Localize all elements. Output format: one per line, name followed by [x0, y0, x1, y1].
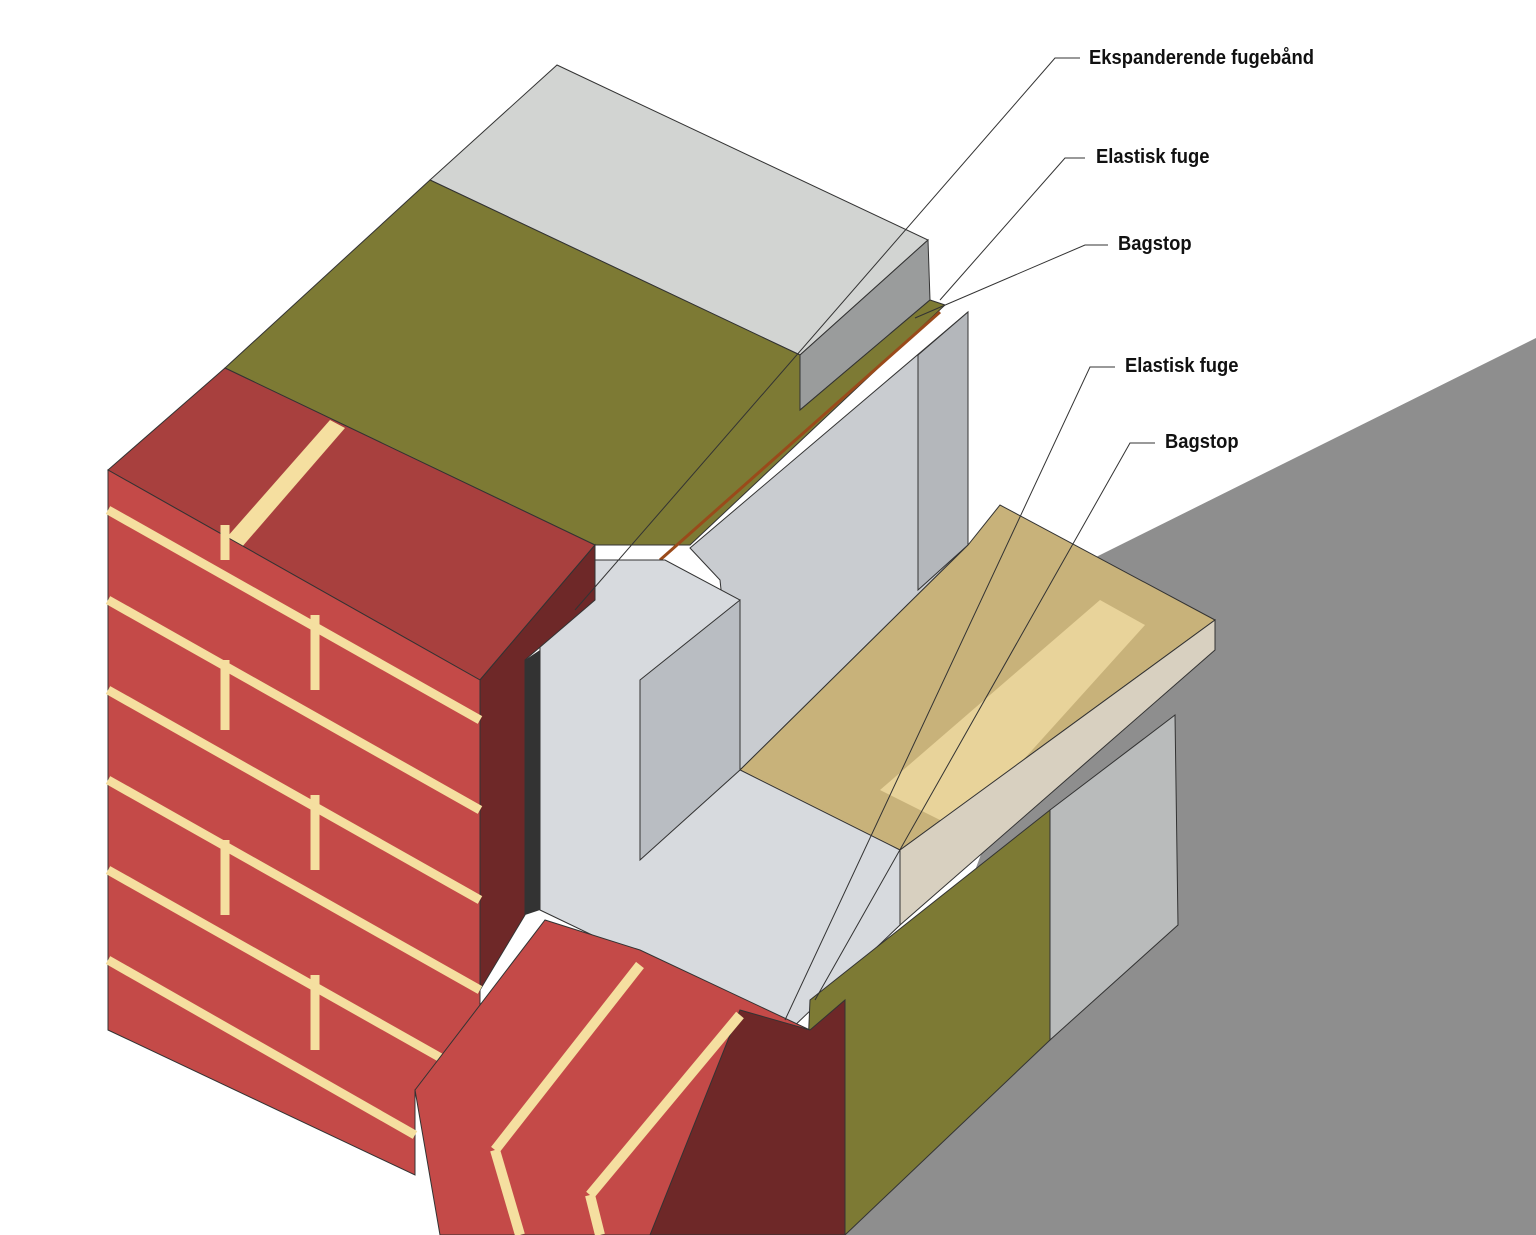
- label-ekspanderende-fugebaand: Ekspanderende fugebånd: [1089, 47, 1314, 69]
- label-bagstop-lower: Bagstop: [1165, 431, 1239, 453]
- leader-line-elastisk-fuge-top: [939, 157, 1085, 301]
- leader-line-ekspanderende-fugebaand: [574, 57, 1080, 611]
- aluminium-profile-shadow: [525, 650, 540, 915]
- concrete-lower: [1049, 714, 1179, 1042]
- brick-mortar-joints: [105, 506, 483, 1139]
- expanding-tape-line: [659, 310, 941, 562]
- label-bagstop-top: Bagstop: [1118, 233, 1192, 255]
- label-elastisk-fuge-lower: Elastisk fuge: [1125, 355, 1239, 377]
- window-sill-light: [880, 600, 1145, 830]
- window-frame-edge: [917, 310, 969, 592]
- leader-line-bagstop-top: [914, 244, 1108, 319]
- leader-line-bagstop-lower: [814, 442, 1155, 1001]
- leader-line-elastisk-fuge-lower: [784, 366, 1115, 1021]
- label-elastisk-fuge-top: Elastisk fuge: [1096, 146, 1210, 168]
- brick-top-joint: [220, 420, 345, 555]
- lower-brick-side: [649, 998, 846, 1235]
- lower-brick-joints: [490, 961, 744, 1235]
- aluminium-profile-inner: [639, 598, 741, 862]
- leader-lines: [574, 57, 1155, 1021]
